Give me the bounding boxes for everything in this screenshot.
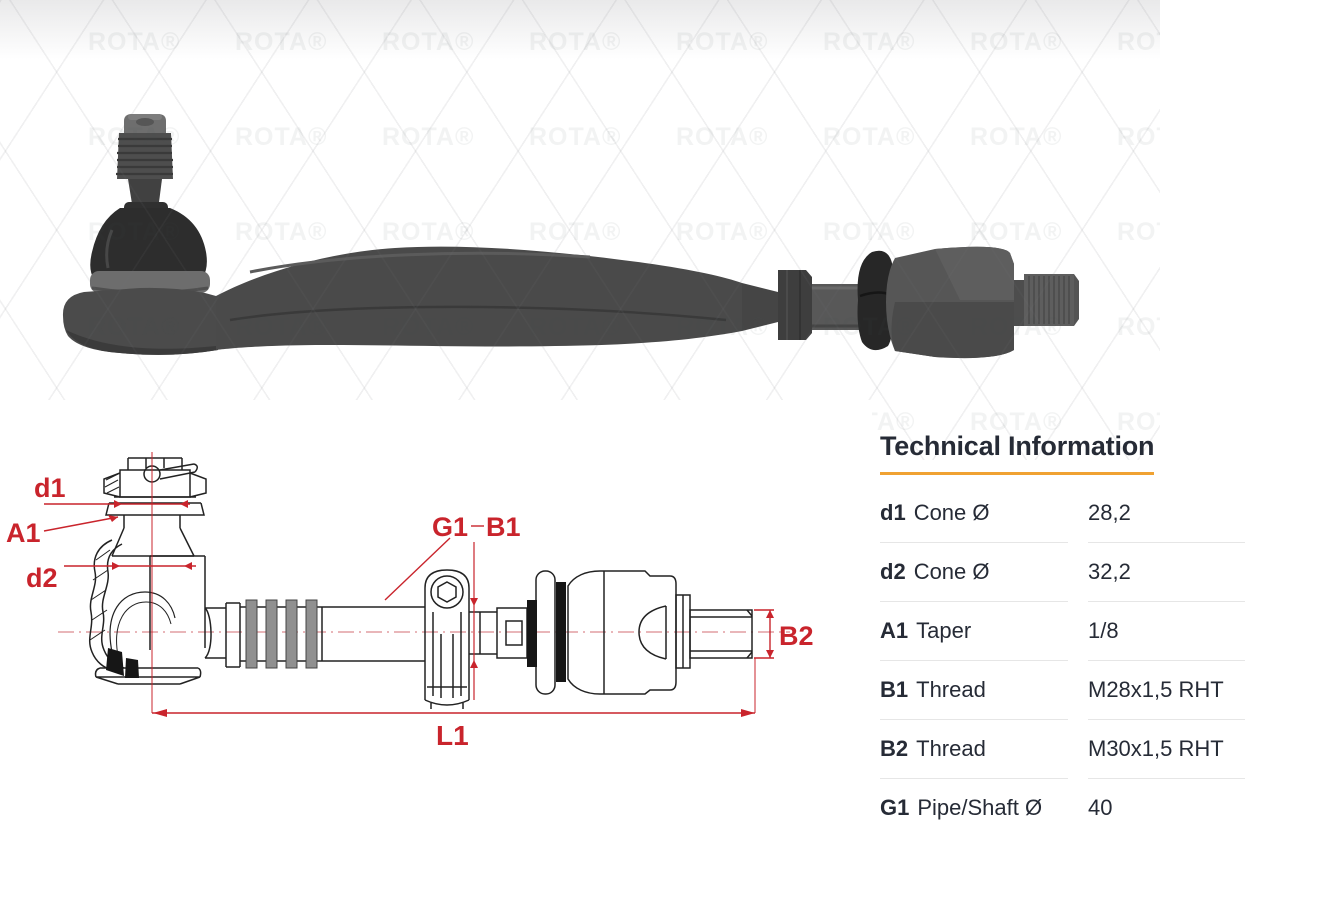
spec-name: Pipe/Shaft Ø	[917, 795, 1043, 820]
spec-value-d1: 28,2	[1088, 484, 1245, 543]
diagram-part-outline	[88, 457, 753, 709]
spec-key: d1	[880, 500, 906, 525]
spec-value-d2: 32,2	[1088, 543, 1245, 602]
diagram-label-d1: d1	[34, 473, 66, 503]
product-photo-region: ROTA®ROTA®ROTA®ROTA®ROTA®ROTA®ROTA®ROTA®…	[0, 0, 1160, 460]
spec-label-g1: G1 Pipe/Shaft Ø	[880, 779, 1068, 837]
diagram-label-a1: A1	[6, 518, 41, 548]
diagram-label-g1: G1	[432, 512, 468, 542]
diagram-label-b2: B2	[779, 621, 814, 651]
diagram-label-d2: d2	[26, 563, 58, 593]
spec-label-d2: d2 Cone Ø	[880, 543, 1068, 602]
spec-name: Taper	[916, 618, 972, 643]
spec-name: Cone Ø	[913, 500, 990, 525]
spec-name: Thread	[916, 736, 986, 761]
photo-axial-joint-end	[742, 246, 1079, 359]
diagram-label-l1: L1	[436, 720, 469, 751]
diagram-dimension-arrows	[108, 500, 774, 717]
spec-name: Cone Ø	[913, 559, 990, 584]
technical-diagram: d1 A1 d2 G1 B1 B2 L1	[6, 452, 814, 751]
photo-rod-arm	[216, 246, 742, 350]
spec-label-a1: A1 Taper	[880, 602, 1068, 661]
spec-key: A1	[880, 618, 909, 643]
spec-key: d2	[880, 559, 906, 584]
technical-info-section: Technical Information d1 Cone Ø 28,2 d2 …	[880, 431, 1252, 837]
photo-top-gradient	[0, 0, 1160, 70]
technical-info-table: d1 Cone Ø 28,2 d2 Cone Ø 32,2 A1 Taper 1…	[880, 484, 1252, 837]
spec-value-b2: M30x1,5 RHT	[1088, 720, 1245, 779]
spec-key: B1	[880, 677, 909, 702]
spec-name: Thread	[916, 677, 986, 702]
spec-key: G1	[880, 795, 910, 820]
spec-value-b1: M28x1,5 RHT	[1088, 661, 1245, 720]
technical-info-title: Technical Information	[880, 431, 1155, 475]
photo-ball-joint-end	[62, 114, 219, 355]
diagram-filled-rings	[106, 582, 566, 682]
spec-value-g1: 40	[1088, 795, 1113, 820]
diagram-dimension-lines	[43, 452, 774, 714]
product-photo-image	[62, 114, 1079, 359]
spec-key: B2	[880, 736, 909, 761]
diagram-label-b1: B1	[486, 512, 521, 542]
diagram-shaft-ribs	[245, 599, 318, 669]
technical-drawing-panel: d1 A1 d2 G1 B1 B2 L1	[0, 400, 872, 906]
spec-value-a1: 1/8	[1088, 602, 1245, 661]
spec-label-d1: d1 Cone Ø	[880, 484, 1068, 543]
spec-label-b2: B2 Thread	[880, 720, 1068, 779]
spec-label-b1: B1 Thread	[880, 661, 1068, 720]
diagram-labels: d1 A1 d2 G1 B1 B2 L1	[6, 473, 814, 751]
